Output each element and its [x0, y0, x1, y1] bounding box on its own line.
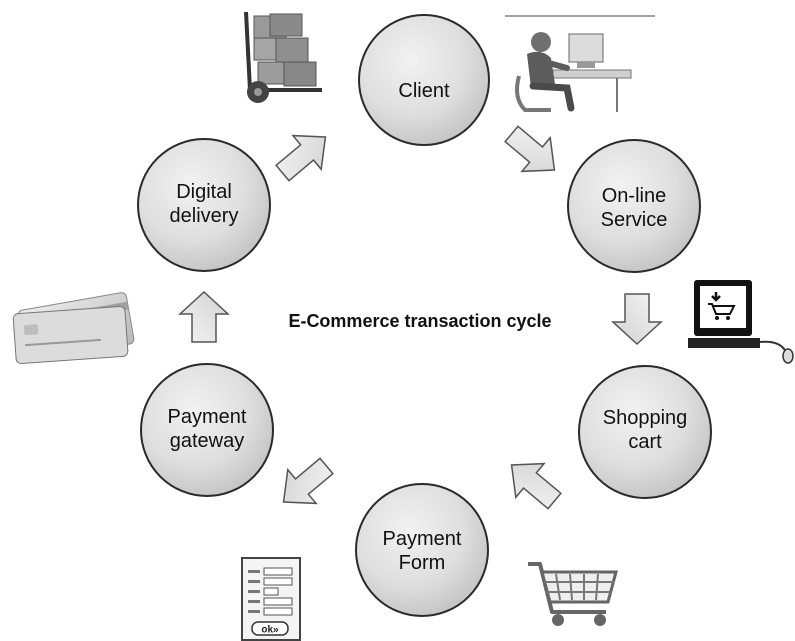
- node-payment-form-label-line2: Form: [399, 552, 446, 574]
- node-online-service-label-line2: Service: [601, 209, 668, 231]
- node-digital-delivery: Digital delivery: [137, 138, 271, 272]
- diagram-title: E-Commerce transaction cycle: [288, 311, 551, 331]
- credit-cards-icon: [12, 292, 135, 364]
- arrow-client-to-service: [504, 125, 556, 173]
- form-ok-button: [251, 621, 289, 636]
- node-shopping-cart-label-line2: cart: [628, 431, 662, 453]
- node-payment-form-label-line1: Payment: [383, 528, 462, 550]
- payment-form-icon: ok»: [241, 557, 301, 641]
- node-payment-gateway-label-line1: Payment: [168, 406, 247, 428]
- form-ok-label: ok»: [261, 625, 279, 636]
- arrow-form-to-gateway: [282, 457, 334, 505]
- shopping-cart-icon: [528, 562, 618, 626]
- computer-monitor-cart-icon: [680, 272, 795, 372]
- node-payment-gateway: Payment gateway: [140, 363, 274, 497]
- node-online-service: On-line Service: [567, 139, 701, 273]
- arrow-cart-to-form: [510, 462, 562, 510]
- node-payment-gateway-label-line2: gateway: [170, 430, 245, 452]
- node-payment-form: Payment Form: [355, 483, 489, 617]
- node-digital-delivery-label-line2: delivery: [170, 205, 239, 227]
- node-online-service-label-line1: On-line: [602, 185, 666, 207]
- hand-truck-boxes-icon: [232, 8, 327, 104]
- arrow-gateway-to-delivery: [178, 290, 230, 343]
- node-client: Client: [358, 14, 490, 146]
- node-shopping-cart-label-line1: Shopping: [603, 407, 688, 429]
- arrow-service-to-cart: [611, 293, 663, 346]
- arrow-delivery-to-client: [275, 134, 327, 182]
- node-shopping-cart: Shopping cart: [578, 365, 712, 499]
- node-client-label: Client: [398, 80, 450, 102]
- person-at-computer-icon: [505, 15, 655, 112]
- node-digital-delivery-label-line1: Digital: [176, 181, 232, 203]
